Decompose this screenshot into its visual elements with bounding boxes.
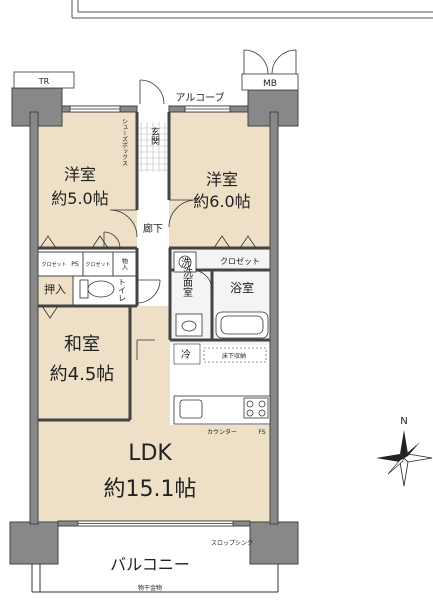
room-ldk-size: 約15.1帖 [104,477,197,502]
washroom-label: 洗面室 [181,267,193,297]
toilet-fixture [79,279,115,299]
room-western-2-name: 洋室 [206,170,238,189]
toilet-label: トイレ [118,278,127,302]
closet-small-2-label: クロゼット [85,261,110,268]
fridge-space [173,343,267,365]
compass-north-label: N [400,416,407,427]
room-western-1-size: 約5.0帖 [51,189,108,208]
corridor-label: 廊下 [143,222,163,235]
bottom-windows [77,520,234,527]
room-japanese-size: 約4.5帖 [50,364,115,385]
closet-doors [39,235,257,319]
doors [103,79,213,360]
closet-label: クロゼット [220,256,260,266]
oshiire-label: 押入 [44,282,66,296]
entrance-tiles [137,122,169,172]
balcony-outline [31,564,279,593]
compass-icon [376,430,433,487]
bathroom-label: 浴室 [230,280,254,295]
room-ldk-name: LDK [128,441,172,466]
ps-label: PS [71,261,79,268]
thin-partitions [38,251,137,306]
storage-label: 物入 [121,257,128,270]
shoes-box-label: シューズボックス [121,118,128,166]
neighbor-outline [71,0,433,19]
washing-machine [173,251,197,273]
tr-box [13,71,75,89]
washroom-top-label: 洗 [181,257,191,269]
balcony-label: バルコニー [110,555,190,574]
room-western-1-name: 洋室 [64,165,96,184]
clothes-rail-label: 物干金物 [138,584,162,592]
slop-sink-label: スロップシンク [211,540,253,547]
room-western-2-size: 約6.0帖 [193,192,250,211]
floor-storage-label: 床下収納 [222,352,246,360]
mb-box [241,49,299,91]
tr-label: TR [38,77,50,86]
alcove-label: アルコーブ [175,91,224,104]
entrance-label: 玄関 [149,126,160,146]
room-japanese-name: 和室 [64,334,100,355]
mb-label: MB [263,79,277,89]
fridge-label: 冷 [181,348,191,361]
fs-label: FS [258,429,265,436]
washbasin [175,313,203,337]
counter-label: カウンター [207,428,237,436]
bathtub [215,311,269,339]
closet-small-1-label: クロゼット [41,261,66,268]
kitchen-counter [173,395,271,425]
top-windows [69,105,231,113]
